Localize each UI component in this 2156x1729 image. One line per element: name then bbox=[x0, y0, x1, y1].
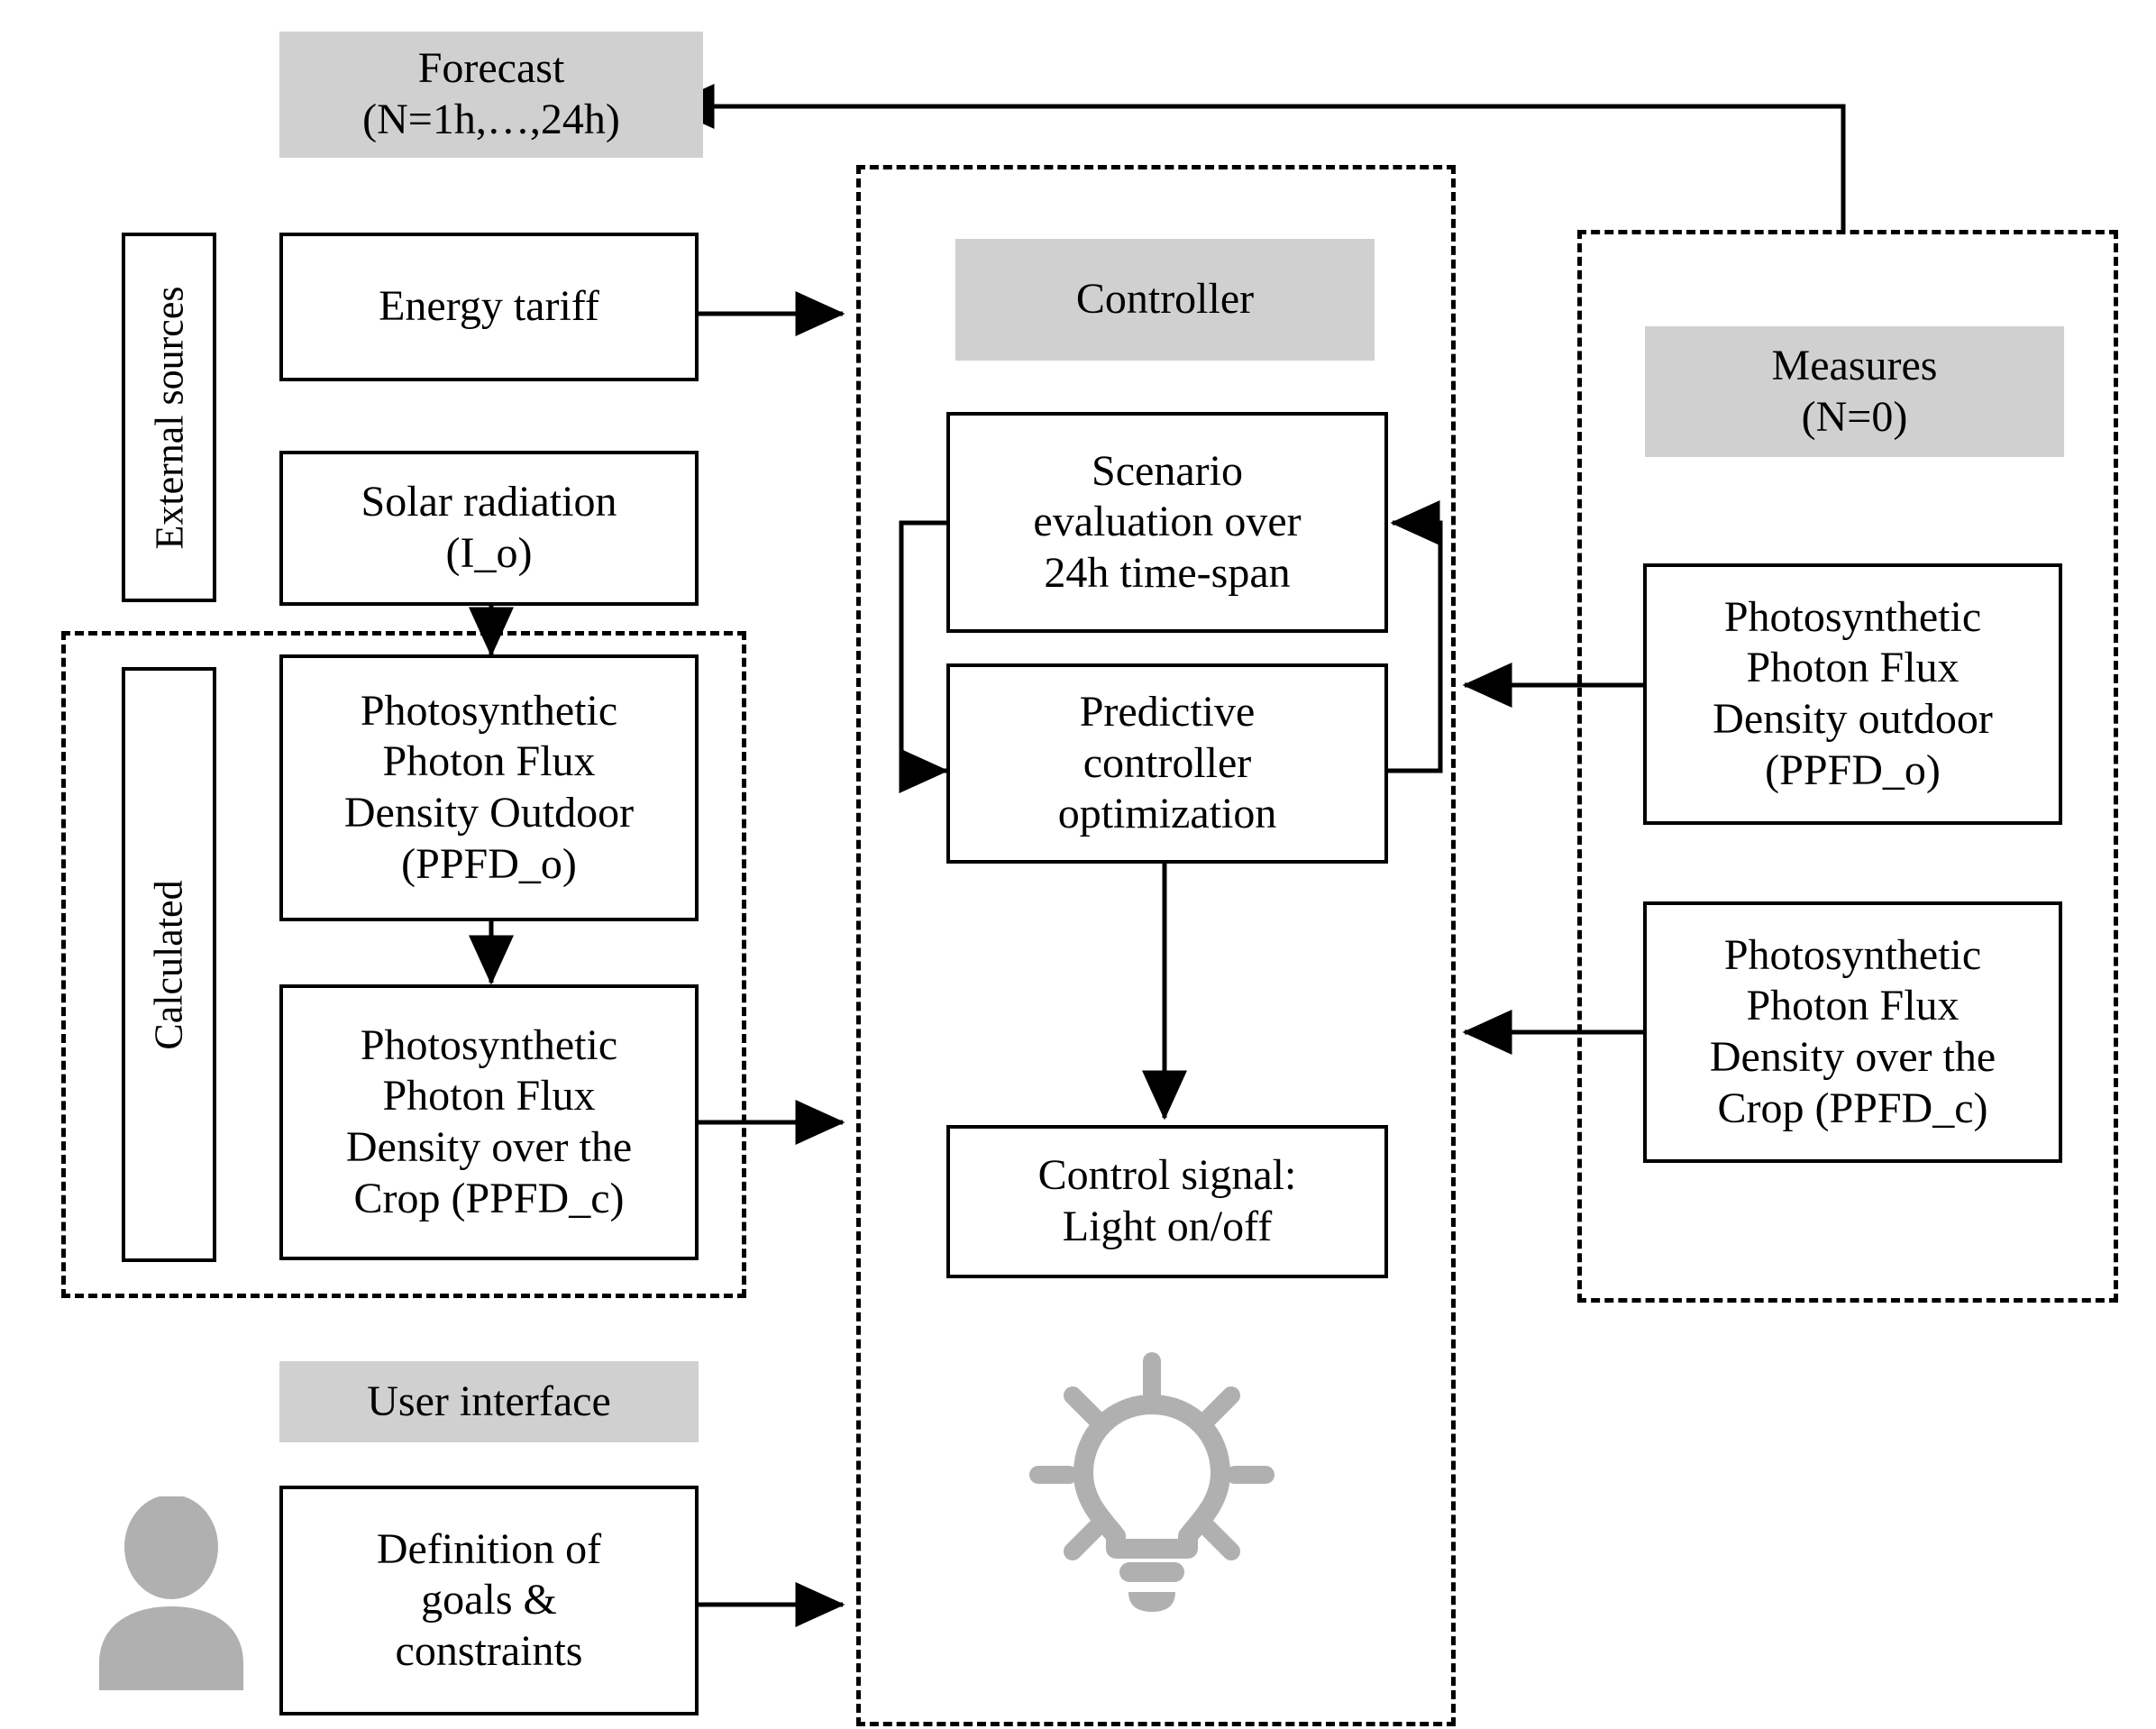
goals-line2: goals & bbox=[421, 1576, 557, 1624]
control-signal-line2: Light on/off bbox=[1062, 1203, 1273, 1250]
solar-radiation-box[interactable]: Solar radiation (I_o) bbox=[279, 451, 699, 606]
calculated-ppfd-outdoor-box[interactable]: Photosynthetic Photon Flux Density Outdo… bbox=[279, 654, 699, 921]
user-interface-header-label: User interface bbox=[367, 1377, 611, 1425]
measured-ppfd-outdoor-box[interactable]: Photosynthetic Photon Flux Density outdo… bbox=[1643, 563, 2062, 825]
calculated-group-frame bbox=[61, 631, 746, 1298]
measures-header-line2: (N=0) bbox=[1801, 392, 1908, 441]
measures-group-frame bbox=[1577, 230, 2118, 1303]
predictive-line3: optimization bbox=[1057, 790, 1277, 838]
calc-ppfd-o-line1: Photosynthetic bbox=[360, 686, 618, 735]
meas-ppfd-c-line2: Photon Flux bbox=[1746, 982, 1960, 1030]
meas-ppfd-o-line2: Photon Flux bbox=[1746, 644, 1960, 692]
scenario-evaluation-box[interactable]: Scenario evaluation over 24h time-span bbox=[946, 412, 1388, 633]
measures-header: Measures (N=0) bbox=[1645, 326, 2064, 457]
calc-ppfd-o-line4: (PPFD_o) bbox=[401, 839, 577, 888]
calc-ppfd-c-line4: Crop (PPFD_c) bbox=[353, 1174, 625, 1222]
goals-constraints-box[interactable]: Definition of goals & constraints bbox=[279, 1486, 699, 1715]
forecast-header: Forecast (N=1h,…,24h) bbox=[279, 32, 703, 158]
solar-radiation-line1: Solar radiation bbox=[361, 478, 617, 526]
meas-ppfd-c-line4: Crop (PPFD_c) bbox=[1717, 1084, 1988, 1132]
external-sources-text: External sources bbox=[147, 286, 191, 549]
meas-ppfd-o-line3: Density outdoor bbox=[1713, 695, 1993, 743]
solar-radiation-line2: (I_o) bbox=[445, 529, 533, 577]
scenario-line2: evaluation over bbox=[1033, 498, 1302, 546]
forecast-header-line2: (N=1h,…,24h) bbox=[362, 96, 620, 143]
scenario-line3: 24h time-span bbox=[1044, 548, 1291, 597]
calculated-text: Calculated bbox=[147, 879, 192, 1050]
meas-ppfd-c-line1: Photosynthetic bbox=[1723, 930, 1982, 979]
predictive-line2: controller bbox=[1083, 738, 1252, 787]
lightbulb-icon bbox=[1017, 1341, 1287, 1612]
measures-header-line1: Measures bbox=[1771, 341, 1938, 389]
predictive-line1: Predictive bbox=[1079, 688, 1256, 736]
controller-header-label: Controller bbox=[1075, 275, 1255, 324]
calc-ppfd-c-line1: Photosynthetic bbox=[360, 1020, 618, 1069]
predictive-controller-box[interactable]: Predictive controller optimization bbox=[946, 663, 1388, 864]
energy-tariff-box[interactable]: Energy tariff bbox=[279, 233, 699, 381]
goals-line1: Definition of bbox=[376, 1524, 602, 1573]
energy-tariff-label: Energy tariff bbox=[379, 282, 599, 331]
external-sources-group-label: External sources bbox=[122, 233, 216, 602]
forecast-header-line1: Forecast bbox=[417, 44, 565, 93]
goals-line3: constraints bbox=[395, 1626, 583, 1675]
user-interface-header: User interface bbox=[279, 1361, 699, 1442]
meas-ppfd-o-line4: (PPFD_o) bbox=[1765, 746, 1941, 794]
meas-ppfd-c-line3: Density over the bbox=[1709, 1033, 1996, 1081]
control-signal-line1: Control signal: bbox=[1037, 1151, 1297, 1200]
scenario-line1: Scenario bbox=[1092, 446, 1243, 495]
calc-ppfd-o-line3: Density Outdoor bbox=[343, 789, 635, 837]
calc-ppfd-c-line3: Density over the bbox=[345, 1123, 633, 1171]
user-avatar-icon bbox=[90, 1495, 252, 1690]
control-signal-box[interactable]: Control signal: Light on/off bbox=[946, 1125, 1388, 1278]
calculated-group-label: Calculated bbox=[122, 667, 216, 1262]
calc-ppfd-c-line2: Photon Flux bbox=[382, 1072, 596, 1121]
measured-ppfd-crop-box[interactable]: Photosynthetic Photon Flux Density over … bbox=[1643, 901, 2062, 1163]
calc-ppfd-o-line2: Photon Flux bbox=[382, 737, 596, 786]
controller-header: Controller bbox=[955, 239, 1375, 361]
meas-ppfd-o-line1: Photosynthetic bbox=[1723, 592, 1982, 641]
calculated-ppfd-crop-box[interactable]: Photosynthetic Photon Flux Density over … bbox=[279, 984, 699, 1260]
